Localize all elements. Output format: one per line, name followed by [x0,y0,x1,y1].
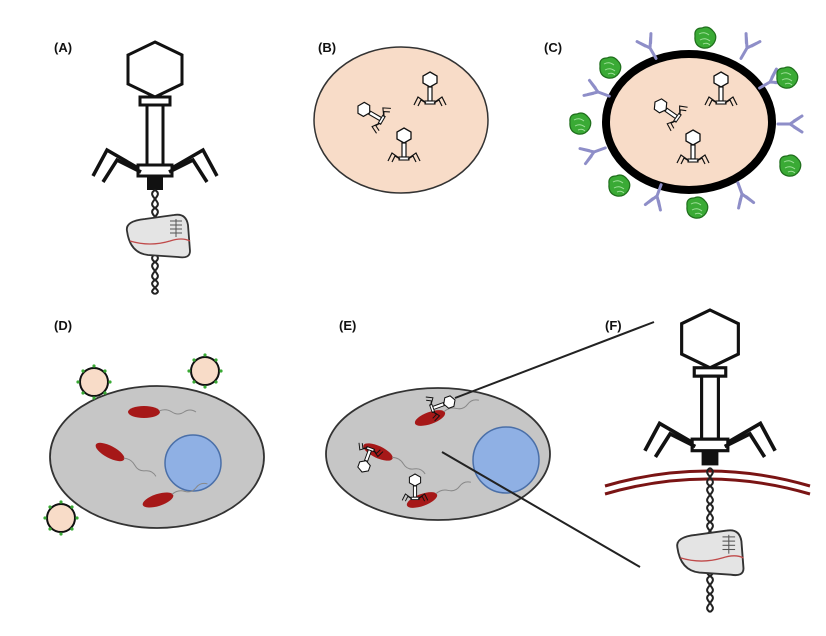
protein-icon [599,56,622,79]
panel-a [91,40,219,295]
antibody-icon [578,138,610,166]
panel-e [325,321,655,568]
panel-label-c: (C) [544,40,562,55]
panel-d [42,352,265,537]
vesicle-icon [602,50,776,194]
panel-label-a: (A) [54,40,72,55]
protein-icon [694,26,717,49]
vesicle-icon [186,352,224,390]
zoom-line [454,321,655,399]
panel-label-f: (F) [605,318,622,333]
protein-icon [608,174,631,197]
panel-c [569,26,804,219]
panel-b [313,46,489,194]
ribosome-icon [676,529,745,577]
antibody-icon [776,114,804,134]
bacteriophage-icon [91,40,219,192]
protein-icon [776,66,799,89]
antibody-icon [728,178,756,210]
antibody-icon [732,32,762,64]
panel-f [604,308,811,613]
panel-label-b: (B) [318,40,336,55]
bacteriophage-icon [643,308,777,468]
host-cell [49,385,265,529]
protein-icon [686,196,709,219]
protein-icon [569,112,592,135]
panel-label-e: (E) [339,318,356,333]
zoom-line [441,451,641,568]
nucleus-icon [164,434,222,492]
panel-label-d: (D) [54,318,72,333]
protein-icon [779,154,802,177]
nucleus-icon [472,426,540,494]
ribosome-icon [125,213,191,259]
vesicle-icon [42,499,80,537]
vesicle-icon [313,46,489,194]
